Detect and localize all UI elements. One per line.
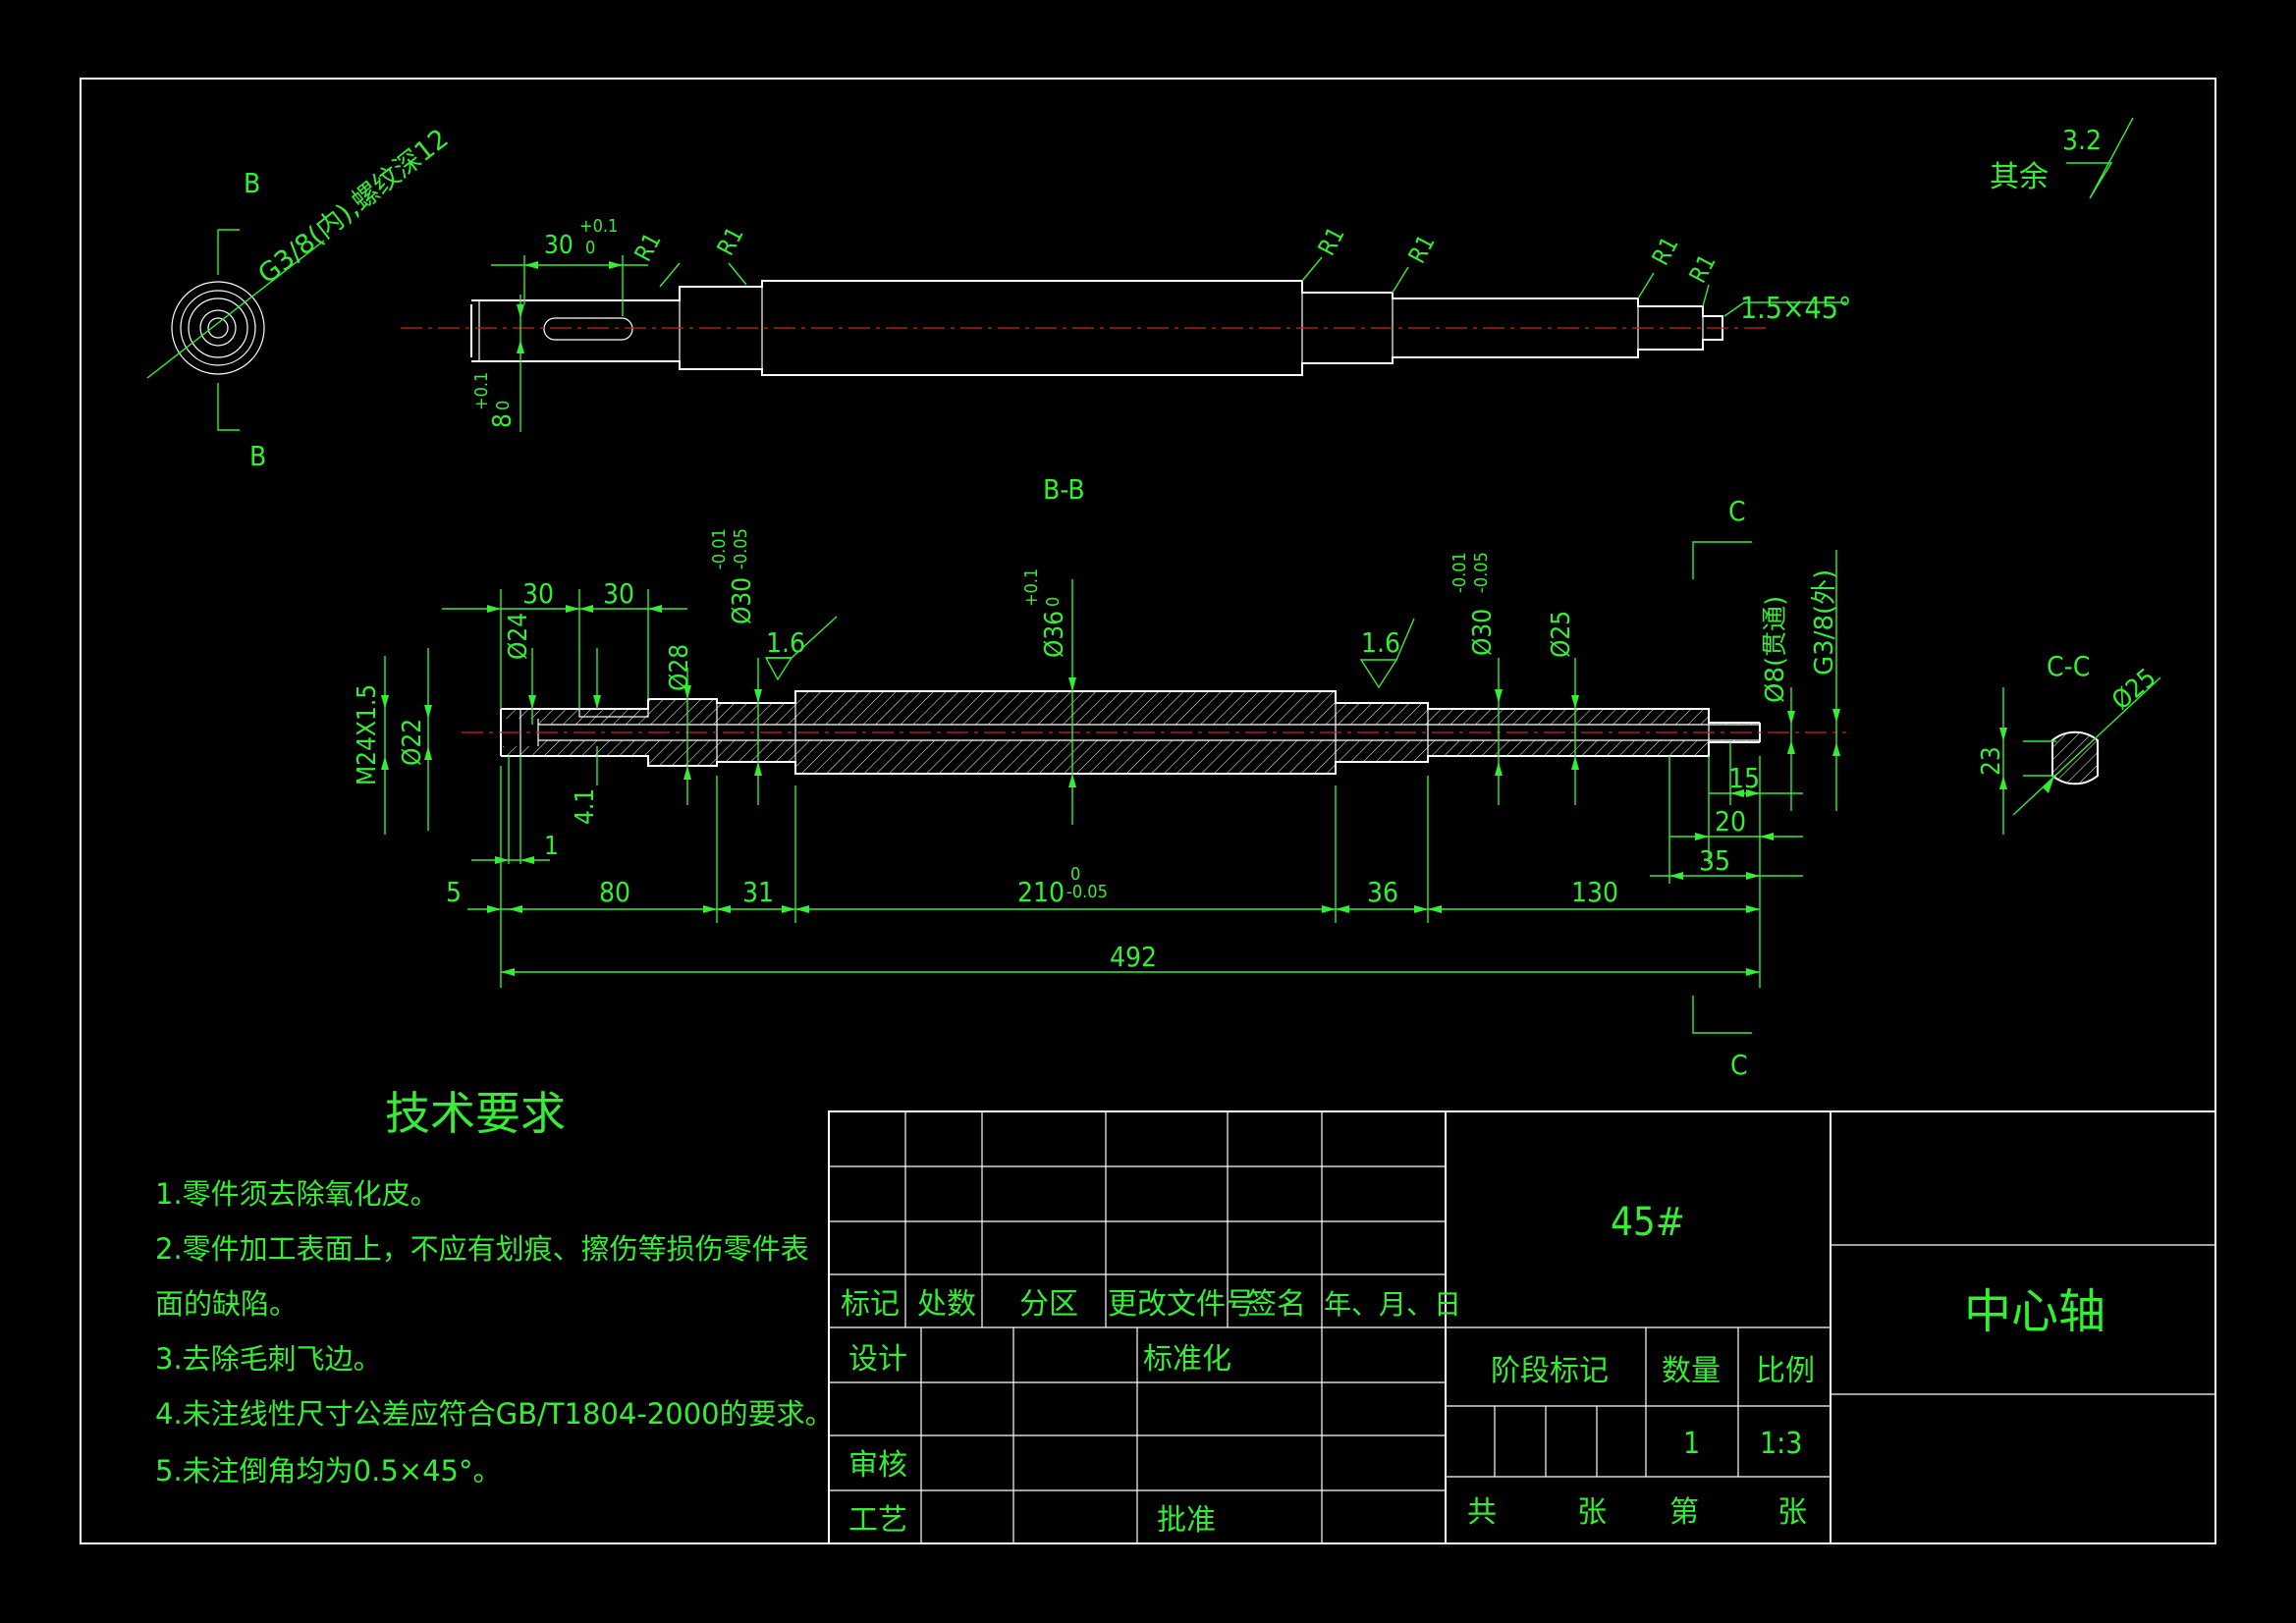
- d30-tol-upper-left: -0.01: [709, 528, 730, 569]
- label-review: 审核: [848, 1448, 907, 1483]
- d30-tol-lower-left: -0.05: [731, 528, 751, 569]
- tech-requirements: 技术要求 1.零件须去除氧化皮。 2.零件加工表面上，不应有划痕、擦伤等损伤零件…: [155, 1087, 834, 1488]
- general-roughness: 其余 3.2: [1990, 117, 2134, 199]
- d36-tol-lower: 0: [1043, 597, 1064, 607]
- roughness-others-label: 其余: [1990, 160, 2049, 194]
- right-dim-15: 15: [1728, 762, 1760, 794]
- sheet-unit-1: 张: [1577, 1495, 1607, 1530]
- diameter-30-left: Ø30: [728, 577, 757, 624]
- tech-req-item: 4.未注线性尺寸公差应符合GB/T1804-2000的要求。: [155, 1397, 834, 1431]
- label-approve: 批准: [1157, 1503, 1216, 1538]
- sheet-index-label: 第: [1669, 1495, 1699, 1530]
- label-scale: 比例: [1756, 1354, 1815, 1388]
- g38-outer-note: G3/8(外): [1810, 569, 1839, 676]
- dim-210-tol-upper: 0: [1070, 864, 1080, 885]
- keyway-dimensions: 30 +0.1 0 8 +0.1 0: [471, 216, 648, 432]
- keyway-width-tol-upper: +0.1: [471, 372, 492, 410]
- rev-header-count: 处数: [917, 1287, 976, 1322]
- diameter-22: Ø22: [398, 719, 427, 766]
- label-quantity: 数量: [1662, 1354, 1721, 1388]
- bottom-dim-130: 130: [1571, 876, 1618, 908]
- tech-req-item: 3.去除毛刺飞边。: [155, 1342, 382, 1376]
- tech-req-item: 面的缺陷。: [155, 1287, 298, 1321]
- material-value: 45#: [1611, 1200, 1685, 1245]
- top-dim-1: 30: [522, 577, 554, 610]
- diameter-25: Ø25: [1547, 611, 1576, 658]
- label-standardize: 标准化: [1143, 1342, 1231, 1377]
- section-mark-b-top: B: [244, 167, 260, 199]
- title-block: 标记 处数 分区 更改文件号 签名 年、月、日 设计 标准化 审核 工艺 批准 …: [828, 1110, 2216, 1544]
- section-bb-view: C C: [462, 495, 1846, 1081]
- overall-length: 492: [1110, 941, 1157, 973]
- bottom-dim-5: 5: [446, 876, 462, 908]
- bottom-dim-31: 31: [742, 876, 774, 908]
- label-stage-mark: 阶段标记: [1491, 1354, 1609, 1388]
- chamfer-note: 1.5×45°: [1740, 292, 1851, 326]
- rev-header-mark: 标记: [841, 1287, 900, 1322]
- keyway-length: 30: [544, 231, 574, 260]
- bottom-dim-210: 210: [1017, 876, 1065, 908]
- label-process: 工艺: [848, 1503, 907, 1538]
- cutting-plane-c-bottom: C: [1730, 1049, 1748, 1081]
- roughness-1-6-left: 1.6: [766, 626, 805, 659]
- diameter-30-right: Ø30: [1468, 609, 1498, 656]
- quantity-value: 1: [1683, 1427, 1700, 1461]
- roughness-others-value: 3.2: [2062, 124, 2102, 156]
- keyway-width-tol-lower: 0: [493, 401, 514, 410]
- rev-header-date: 年、月、日: [1324, 1288, 1461, 1321]
- right-dim-35: 35: [1699, 844, 1730, 877]
- sheet-total-label: 共: [1467, 1495, 1497, 1530]
- right-dim-20: 20: [1715, 805, 1746, 838]
- groove-width: 1: [544, 832, 559, 861]
- thread-spec: M24X1.5: [353, 684, 382, 785]
- section-mark-b-bottom: B: [249, 440, 266, 472]
- section-bb-title: B-B: [1043, 473, 1085, 506]
- shaft-outline-top: [401, 280, 1768, 376]
- diameter-28: Ø28: [665, 644, 694, 691]
- diameter-24: Ø24: [504, 613, 533, 660]
- rev-header-zone: 分区: [1019, 1287, 1078, 1322]
- groove-depth: 4.1: [571, 788, 600, 825]
- dim-210-tol-lower: -0.05: [1066, 882, 1108, 902]
- section-cc-title: C-C: [2047, 650, 2090, 682]
- tech-req-item: 5.未注倒角均为0.5×45°。: [155, 1454, 502, 1488]
- bottom-dim-80: 80: [599, 876, 630, 908]
- diameter-36: Ø36: [1040, 611, 1069, 658]
- d30-tol-upper-right: -0.01: [1449, 552, 1470, 593]
- diameter-8-note: Ø8(贯通): [1761, 596, 1790, 703]
- rev-header-sign: 签名: [1247, 1287, 1306, 1322]
- sheet-unit-2: 张: [1777, 1495, 1807, 1530]
- rev-header-doc: 更改文件号: [1108, 1287, 1255, 1322]
- top-dim-2: 30: [603, 577, 634, 610]
- keyway-length-tol-lower: 0: [585, 238, 595, 258]
- keyway-length-tol-upper: +0.1: [579, 216, 618, 237]
- tech-req-title: 技术要求: [385, 1087, 566, 1140]
- keyway-width: 8: [488, 413, 518, 428]
- d30-tol-lower-right: -0.05: [1471, 552, 1492, 593]
- tech-req-item: 1.零件须去除氧化皮。: [155, 1177, 439, 1211]
- cutting-plane-c-top: C: [1728, 495, 1746, 527]
- label-design: 设计: [848, 1342, 907, 1377]
- section-bb-length-dims: 30 30 1 5 80 31 210 0 -0.05 36 13: [442, 577, 1803, 988]
- cc-flat-23: 23: [1977, 746, 2006, 776]
- part-name: 中心轴: [1964, 1284, 2105, 1339]
- roughness-1-6-right: 1.6: [1361, 626, 1400, 659]
- scale-value: 1:3: [1760, 1427, 1802, 1461]
- bottom-dim-36: 36: [1367, 876, 1398, 908]
- d36-tol-upper: +0.1: [1021, 568, 1042, 607]
- tech-req-item: 2.零件加工表面上，不应有划痕、擦伤等损伤零件表: [155, 1232, 809, 1266]
- section-bb-diameter-dims: M24X1.5 Ø22 Ø24 4.1 Ø28 Ø30 -0.01 -0.05 …: [353, 528, 1840, 835]
